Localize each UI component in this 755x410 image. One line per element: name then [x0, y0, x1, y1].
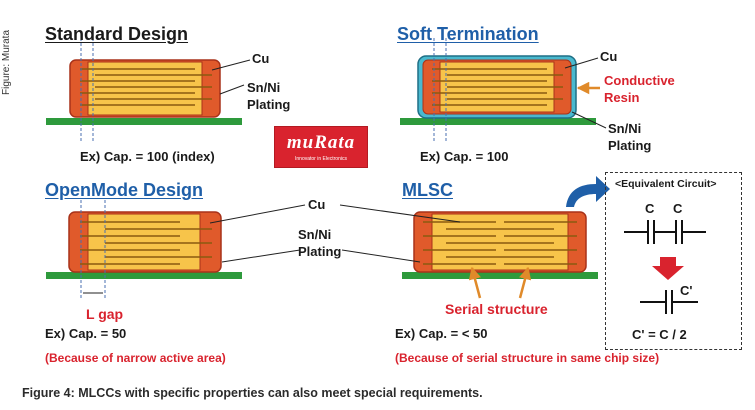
openmode-plating-leader: [221, 249, 301, 263]
mlsc-plating-leader: [341, 249, 421, 263]
equivalent-curved-arrow: [566, 176, 610, 207]
mlsc-ex: Ex) Cap. = < 50: [395, 326, 488, 341]
standard-plating-label: Sn/Ni Plating: [247, 80, 291, 112]
logo-tagline: Innovator in Electronics: [295, 156, 347, 162]
soft-cu-label: Cu: [600, 49, 618, 64]
mlsc-electrodes: [423, 221, 577, 265]
equivalent-c2: C: [673, 201, 683, 216]
equivalent-title: <Equivalent Circuit>: [615, 178, 717, 190]
mlsc-title: MLSC: [402, 180, 453, 200]
equivalent-circuit-box: [605, 172, 742, 350]
soft-resin-label: Conductive Resin: [604, 73, 675, 105]
equivalent-cprime: C': [680, 283, 693, 298]
soft-title: Soft Termination: [397, 24, 539, 44]
standard-plating-leader: [219, 84, 245, 95]
openmode-ceramic: [87, 213, 201, 271]
openmode-electrodes: [80, 221, 212, 265]
openmode-guides: [80, 200, 106, 300]
openmode-ex: Ex) Cap. = 50: [45, 326, 127, 341]
shared-plating-label: Sn/Ni Plating: [298, 227, 342, 259]
mlsc-serial-label: Serial structure: [445, 301, 548, 317]
equivalent-circuit-drawing: [624, 220, 706, 314]
mlsc-board: [402, 272, 598, 279]
standard-electrodes: [80, 68, 212, 106]
logo-word: muRata: [286, 132, 356, 153]
standard-cu-label: Cu: [252, 51, 270, 66]
standard-ex: Ex) Cap. = 100 (index): [80, 149, 215, 164]
soft-ex: Ex) Cap. = 100: [420, 149, 509, 164]
equivalent-formula: C' = C / 2: [632, 327, 687, 342]
standard-board: [46, 118, 242, 125]
mlsc-chip: [339, 176, 610, 299]
serial-arrow-right: [518, 266, 532, 299]
shared-cu-label: Cu: [308, 197, 326, 212]
soft-chip: [400, 38, 607, 142]
standard-ceramic: [87, 61, 203, 116]
standard-guides: [80, 38, 94, 142]
openmode-chip: [46, 200, 306, 300]
openmode-note: (Because of narrow active area): [45, 351, 226, 365]
soft-electrodes: [432, 68, 563, 106]
mlsc-cu-leader: [339, 204, 461, 223]
murata-logo: muRata Innovator in Electronics: [274, 126, 368, 168]
mlsc-note: (Because of serial structure in same chi…: [395, 351, 660, 365]
soft-board: [400, 118, 596, 125]
equivalent-c1: C: [645, 201, 655, 216]
openmode-gap-label: L gap: [86, 306, 124, 322]
openmode-cu-leader: [209, 204, 306, 224]
standard-cu-leader: [211, 59, 251, 71]
figure-caption: Figure 4: MLCCs with specific properties…: [22, 386, 483, 400]
equivalent-down-arrow: [652, 257, 684, 280]
standard-chip: [46, 38, 251, 142]
soft-plating-leader: [571, 111, 607, 129]
openmode-title: OpenMode Design: [45, 180, 204, 200]
serial-arrow-left: [468, 266, 482, 299]
openmode-board: [46, 272, 242, 279]
soft-plating-label: Sn/Ni Plating: [608, 121, 652, 153]
mlsc-ceramic: [431, 213, 569, 271]
standard-title: Standard Design: [45, 24, 189, 44]
soft-cu-leader: [564, 57, 599, 69]
soft-guides: [433, 38, 447, 142]
